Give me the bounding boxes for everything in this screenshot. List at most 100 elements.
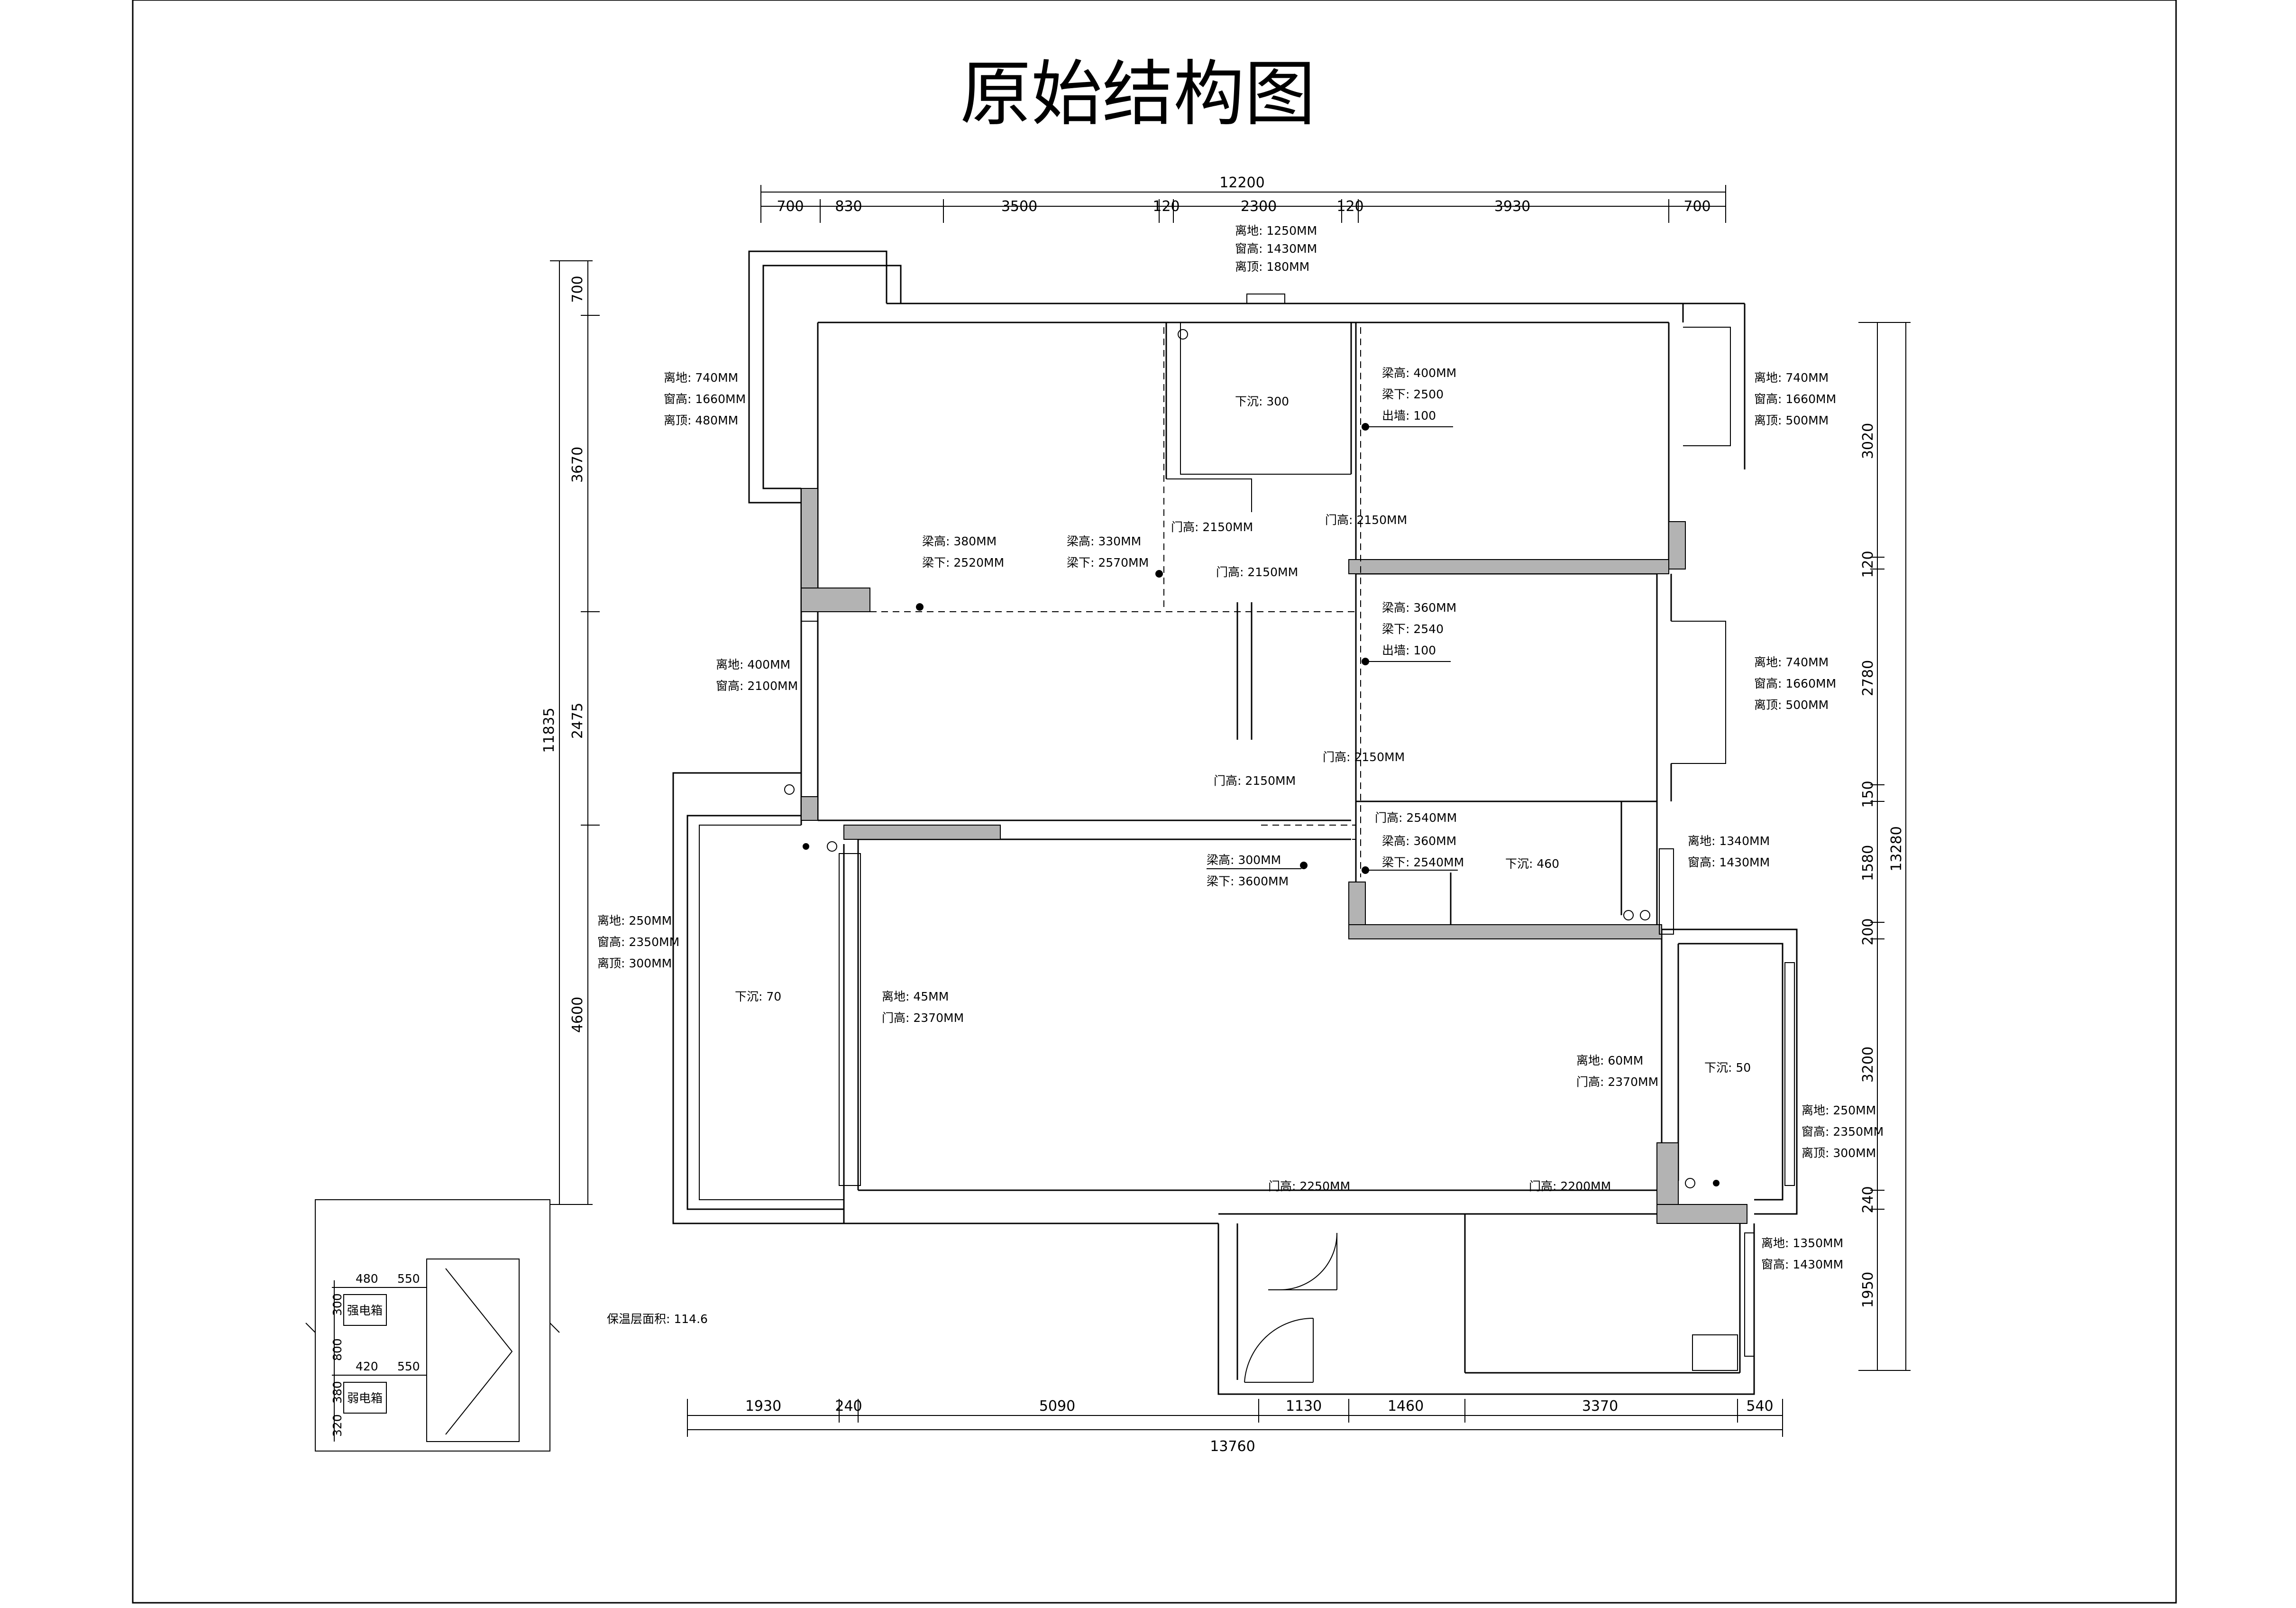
note-left-upper-window-1: 离地: 740MM [664, 371, 738, 385]
note-left-upper-window-2: 窗高: 1660MM [664, 392, 746, 406]
elec-dim-8: 320 [330, 1414, 344, 1437]
note-left-upper-window-3: 离顶: 480MM [664, 413, 738, 427]
top-dim-4: 120 [1153, 198, 1180, 215]
note-door-height-7: 门高: 2200MM [1529, 1179, 1611, 1193]
note-beam-b-1: 梁高: 330MM [1067, 534, 1141, 548]
right-dimension-chain [1858, 322, 1911, 1371]
note-beam-c-2: 梁下: 2500 [1382, 387, 1444, 401]
note-beam-e-2: 梁下: 3600MM [1207, 874, 1289, 888]
note-beam-d-1: 梁高: 360MM [1382, 601, 1456, 615]
elec-dim-6: 550 [397, 1360, 420, 1373]
note-door-height-4: 门高: 2150MM [1323, 750, 1405, 764]
note-beam-b-2: 梁下: 2570MM [1067, 556, 1149, 570]
note-right-upper-window-1: 离地: 740MM [1754, 371, 1829, 385]
strong-box [343, 1294, 387, 1326]
elec-dim-2: 550 [397, 1272, 420, 1286]
top-dim-2: 830 [835, 198, 862, 215]
note-right-small-window-2: 窗高: 1430MM [1688, 855, 1770, 869]
top-dim-total: 12200 [1219, 175, 1264, 191]
bottom-dim-5: 1460 [1388, 1398, 1424, 1415]
top-dimension-chain [760, 185, 1726, 223]
note-living-door-2: 门高: 2370MM [882, 1011, 964, 1025]
plumbing-symbols [784, 329, 1720, 1188]
right-dim-8: 240 [1860, 1186, 1876, 1213]
right-dim-1: 3020 [1860, 423, 1876, 459]
note-top-window-1: 离地: 1250MM [1235, 224, 1317, 238]
label-sink-50: 下沉: 50 [1704, 1061, 1751, 1075]
note-door-height-1: 门高: 2150MM [1171, 520, 1253, 534]
note-left-lower-window-1: 离地: 250MM [597, 914, 672, 928]
note-top-window-2: 窗高: 1430MM [1235, 242, 1317, 256]
note-door-height-5: 门高: 2150MM [1214, 774, 1296, 788]
elec-detail-frame [315, 1199, 550, 1452]
note-left-lower-window-3: 离顶: 300MM [597, 956, 672, 970]
door-swings [1244, 1232, 1738, 1383]
note-right-balcony-window-2: 窗高: 2350MM [1802, 1125, 1884, 1139]
note-beam-e-1: 梁高: 300MM [1207, 853, 1281, 867]
top-dim-6: 120 [1336, 198, 1363, 215]
bottom-dimension-chain [687, 1399, 1783, 1437]
elec-dim-5: 420 [356, 1360, 378, 1373]
left-dim-1: 700 [569, 276, 586, 303]
note-right-small-window-1: 离地: 1340MM [1688, 834, 1770, 848]
right-dim-4: 150 [1860, 781, 1876, 808]
note-balcony-door-1: 离地: 60MM [1576, 1054, 1643, 1067]
exterior-walls [672, 250, 1798, 1395]
note-beam-d-3: 出墙: 100 [1382, 643, 1436, 657]
weak-box-label: 弱电箱 [347, 1391, 383, 1405]
strong-box-label: 强电箱 [347, 1304, 383, 1317]
note-balcony-door-2: 门高: 2370MM [1576, 1075, 1658, 1089]
sheet-border [132, 0, 2177, 1604]
top-dim-3: 3500 [1001, 198, 1037, 215]
note-beam-d-2: 梁下: 2540 [1382, 622, 1444, 636]
note-beam-f-2: 梁下: 2540MM [1382, 855, 1464, 869]
label-sink-70: 下沉: 70 [735, 990, 781, 1003]
right-dim-3: 2780 [1860, 660, 1876, 696]
page-title: 原始结构图 [960, 53, 1316, 136]
label-sink-300: 下沉: 300 [1235, 395, 1289, 408]
elec-dim-7: 380 [330, 1381, 344, 1404]
left-dim-3: 2475 [569, 703, 586, 739]
bottom-dim-total: 13760 [1210, 1438, 1255, 1455]
insulation-area: 保温层面积: 114.6 [607, 1312, 708, 1326]
annotations: 离地: 1250MM 窗高: 1430MM 离顶: 180MM 离地: 740M… [597, 224, 1884, 1326]
right-dim-2: 120 [1860, 551, 1876, 578]
electrical-detail: 强电箱 弱电箱 480 550 300 800 420 550 380 320 [305, 1199, 560, 1452]
note-top-window-3: 离顶: 180MM [1235, 260, 1309, 274]
left-dim-4: 4600 [569, 997, 586, 1033]
note-beam-a-1: 梁高: 380MM [922, 534, 997, 548]
top-dim-1: 700 [777, 198, 804, 215]
note-right-mid-window-3: 离顶: 500MM [1754, 698, 1829, 712]
note-right-mid-window-1: 离地: 740MM [1754, 655, 1829, 669]
structural-columns [801, 488, 1747, 1224]
bottom-dim-4: 1130 [1286, 1398, 1322, 1415]
bottom-dim-6: 3370 [1582, 1398, 1618, 1415]
note-right-balcony-window-3: 离顶: 300MM [1802, 1146, 1876, 1160]
note-left-mid-window-1: 离地: 400MM [716, 658, 790, 671]
note-beam-f-1: 梁高: 360MM [1382, 834, 1456, 848]
elec-dim-4: 800 [330, 1338, 344, 1361]
note-beam-a-2: 梁下: 2520MM [922, 556, 1004, 570]
note-beam-c-1: 梁高: 400MM [1382, 366, 1456, 380]
note-beam-c-3: 出墙: 100 [1382, 409, 1436, 423]
bottom-dim-2: 240 [835, 1398, 862, 1415]
right-dim-9: 1950 [1860, 1272, 1876, 1308]
left-dimension-chain [550, 260, 600, 1205]
weak-box [343, 1382, 387, 1414]
note-door-height-3: 门高: 2150MM [1216, 565, 1298, 579]
top-dim-5: 2300 [1241, 198, 1277, 215]
right-dim-7: 3200 [1860, 1047, 1876, 1083]
top-dim-7: 3930 [1494, 198, 1530, 215]
beam-markers [916, 423, 1369, 874]
left-dim-2: 3670 [569, 447, 586, 483]
label-sink-460: 下沉: 460 [1505, 857, 1559, 871]
elec-dim-1: 480 [356, 1272, 378, 1286]
note-left-mid-window-2: 窗高: 2100MM [716, 679, 798, 693]
note-right-balcony-window-1: 离地: 250MM [1802, 1103, 1876, 1117]
left-dim-total: 11835 [541, 708, 558, 753]
note-right-upper-window-3: 离顶: 500MM [1754, 413, 1829, 427]
window-frames [801, 294, 1795, 1357]
note-door-2540: 门高: 2540MM [1375, 811, 1457, 825]
bottom-dim-3: 5090 [1039, 1398, 1075, 1415]
